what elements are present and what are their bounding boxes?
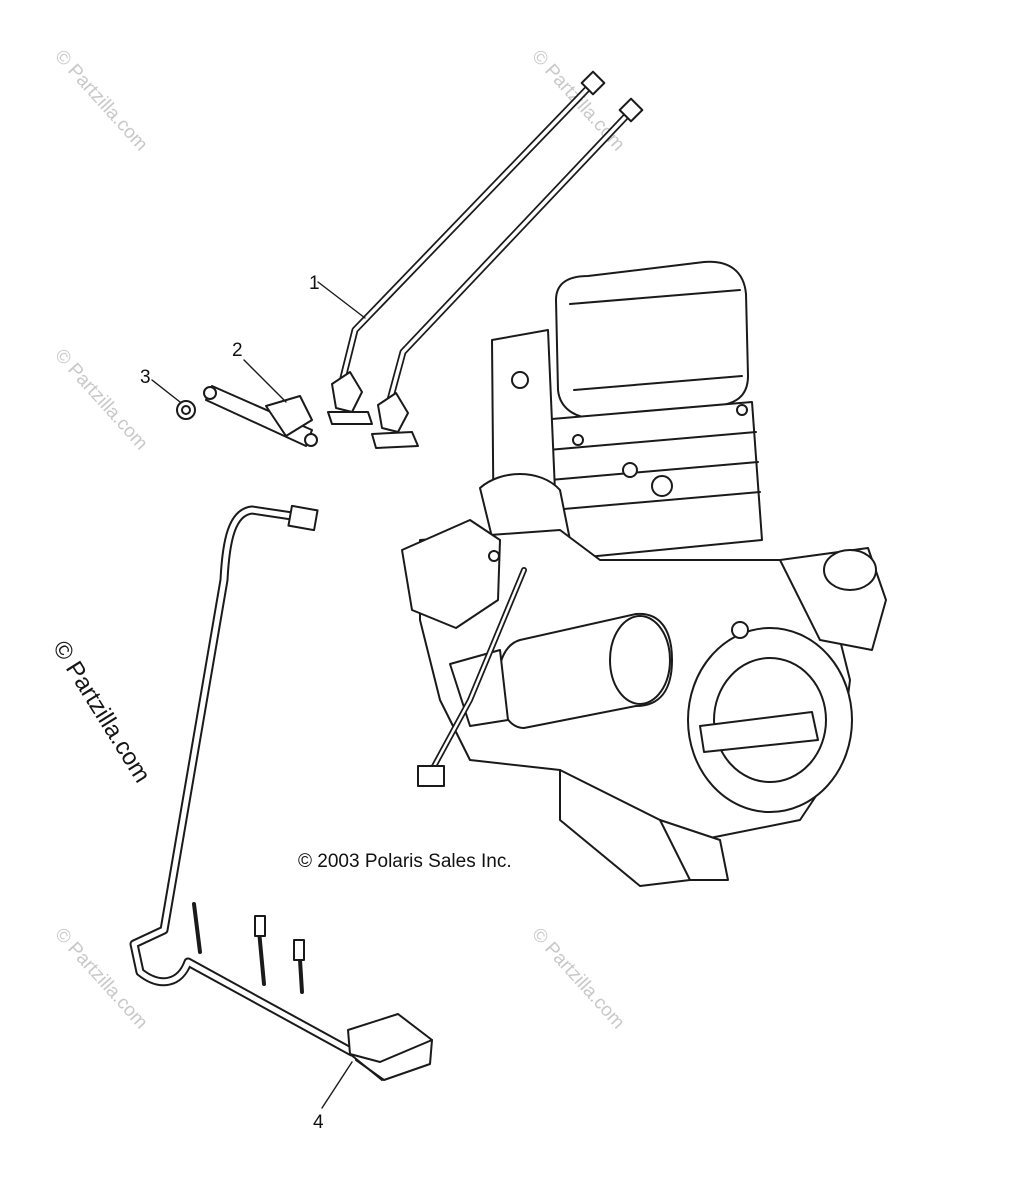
callout-label: 1 (309, 273, 320, 294)
engine-assembly (401, 260, 887, 887)
callout-label: 3 (140, 367, 151, 388)
callout-label: 2 (232, 340, 243, 361)
callout-label: 4 (313, 1112, 324, 1133)
fuel-injector-part-2 (203, 359, 318, 447)
cap-part-3 (151, 379, 196, 420)
injector-harness-part-1 (317, 70, 644, 449)
copyright-notice: © 2003 Polaris Sales Inc. (298, 851, 512, 872)
wiring-harness-part-4 (129, 504, 433, 1109)
